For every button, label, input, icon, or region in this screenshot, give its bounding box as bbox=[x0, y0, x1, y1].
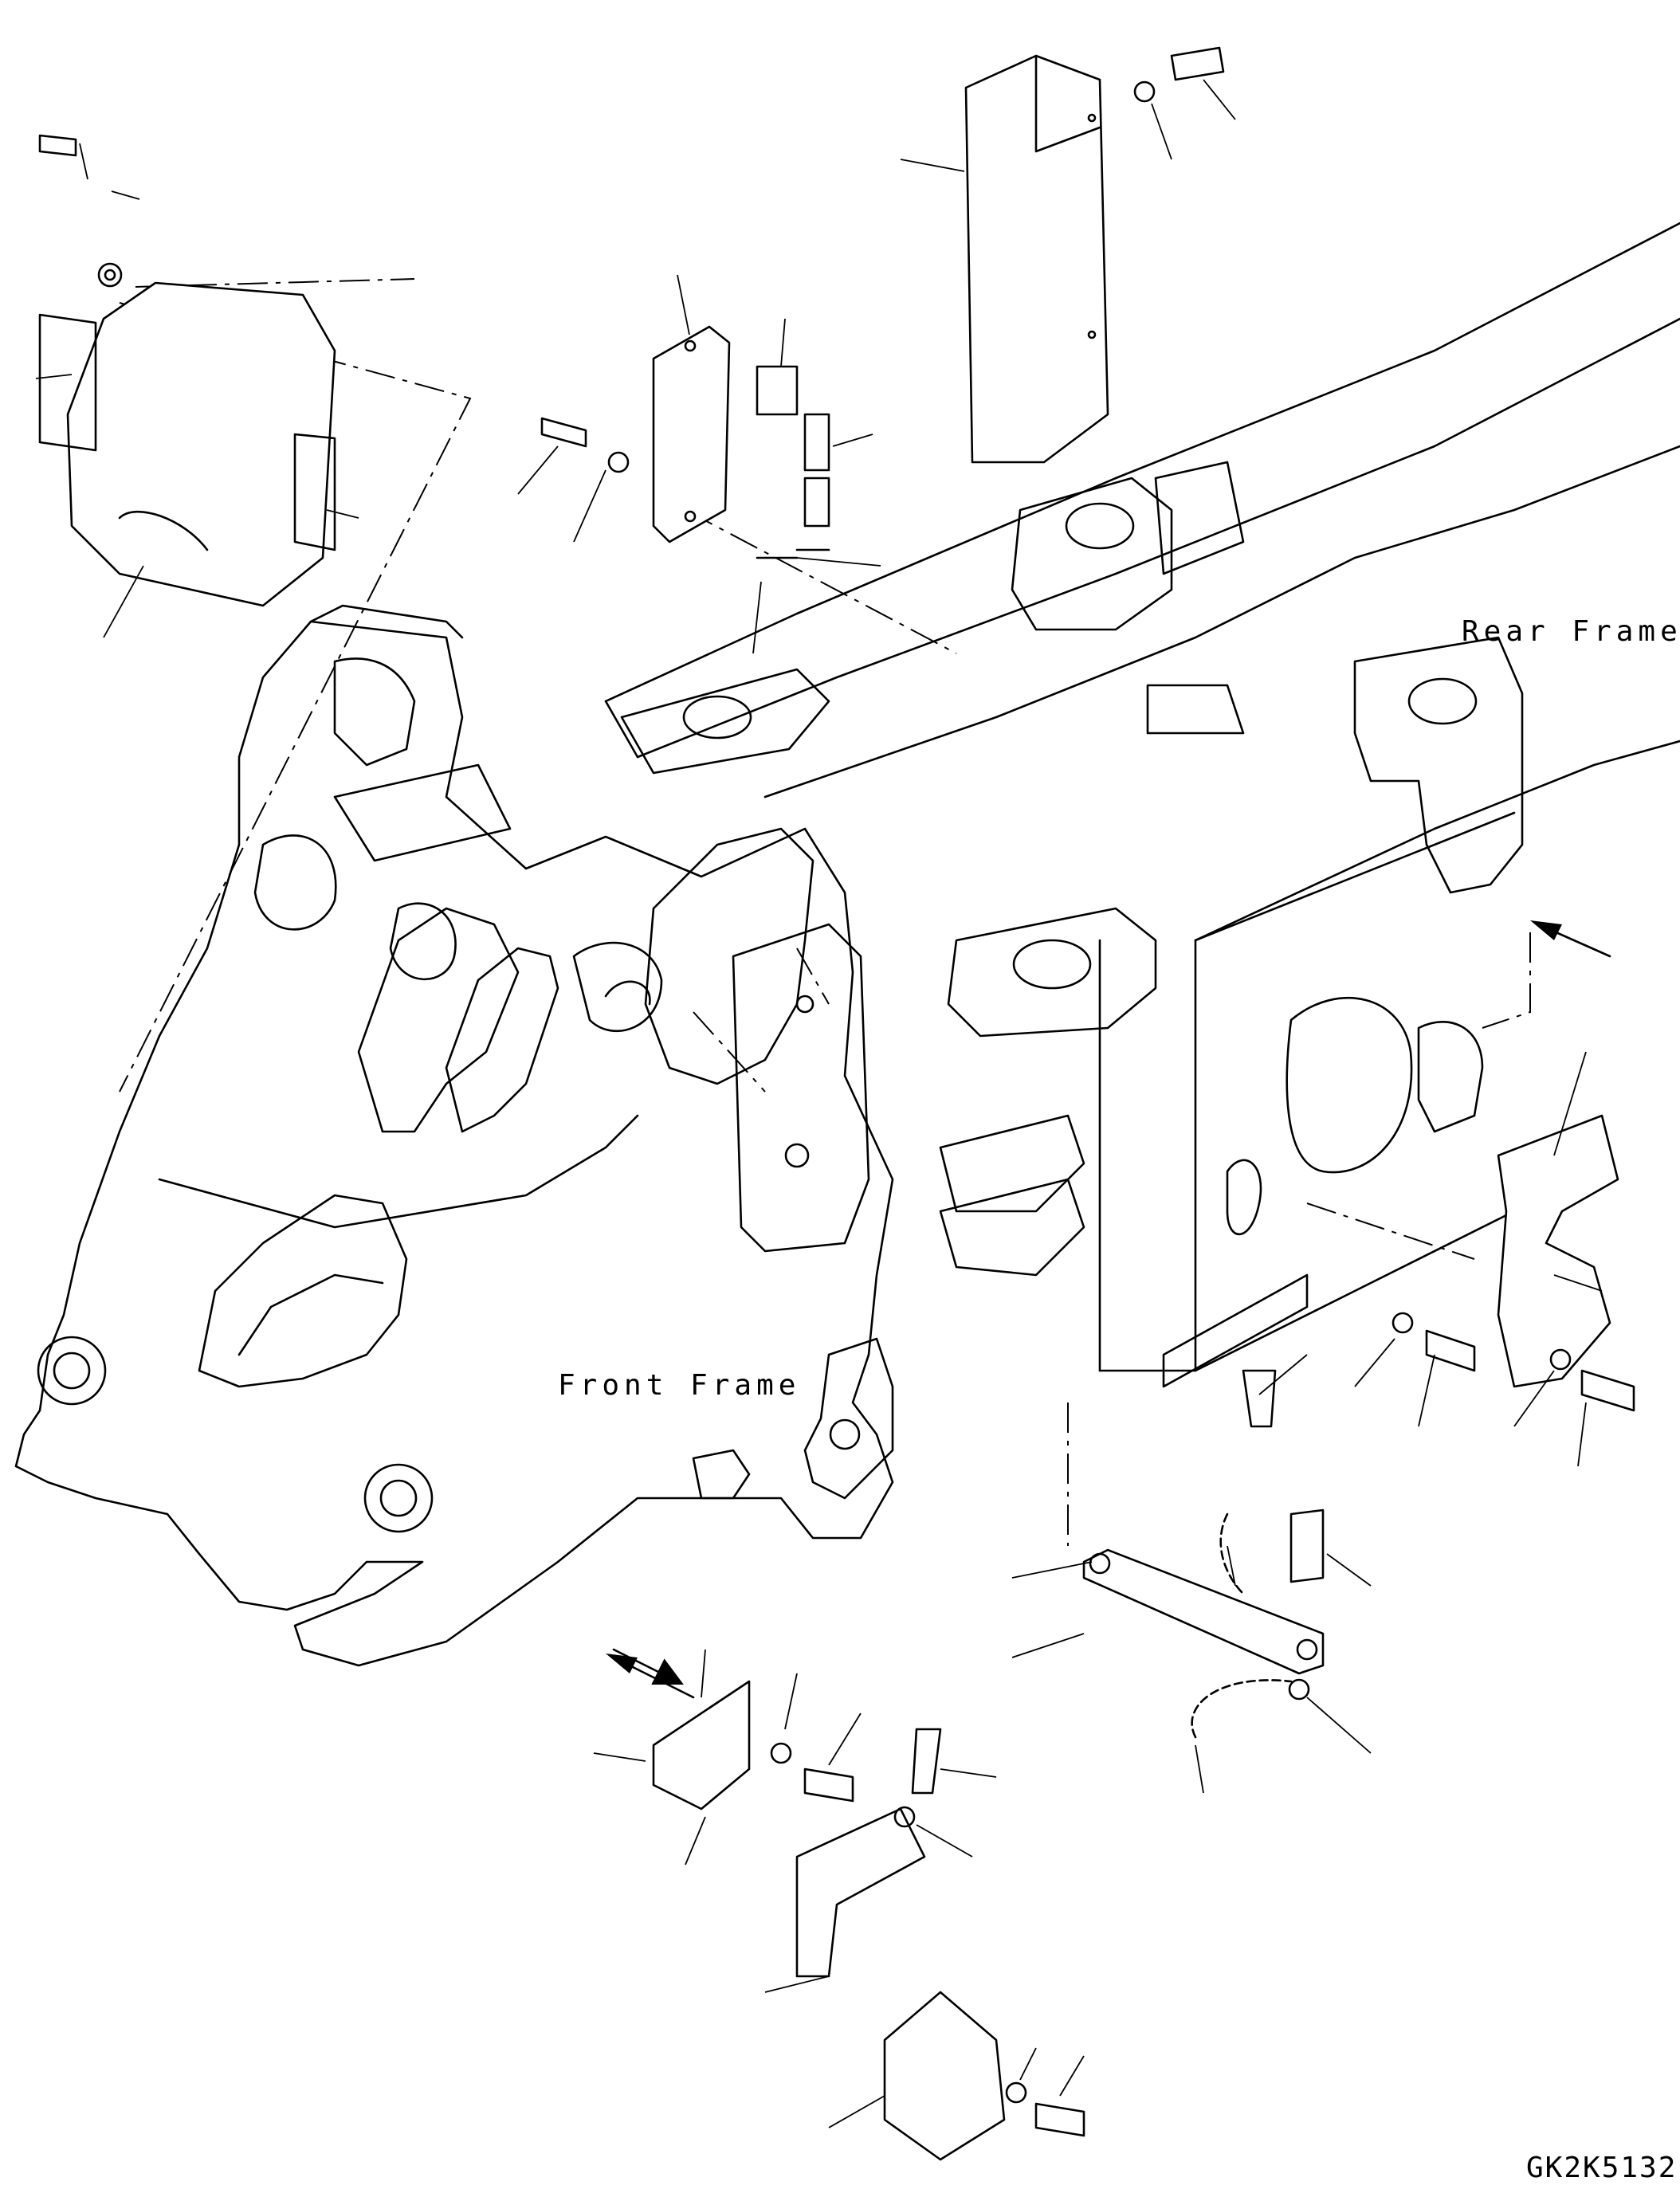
assembly-lines bbox=[119, 278, 1531, 1546]
rear-frame bbox=[604, 222, 1680, 1388]
cover-plate-left bbox=[38, 134, 336, 607]
side-bracket-right bbox=[1242, 1114, 1635, 1428]
rear-frame-label: Rear Frame bbox=[1462, 615, 1680, 648]
front-frame-label: Front Frame bbox=[558, 1369, 801, 1402]
bottom-brackets bbox=[612, 1648, 1085, 2161]
direction-arrows bbox=[606, 920, 1611, 1699]
cover-plate-center bbox=[540, 325, 830, 559]
cover-tall bbox=[964, 46, 1225, 464]
front-frame bbox=[14, 604, 894, 1667]
drawing-code-label: GK2K5132 bbox=[1526, 2152, 1678, 2184]
drawbar bbox=[1082, 1508, 1325, 1739]
leader-lines bbox=[35, 79, 1603, 2128]
